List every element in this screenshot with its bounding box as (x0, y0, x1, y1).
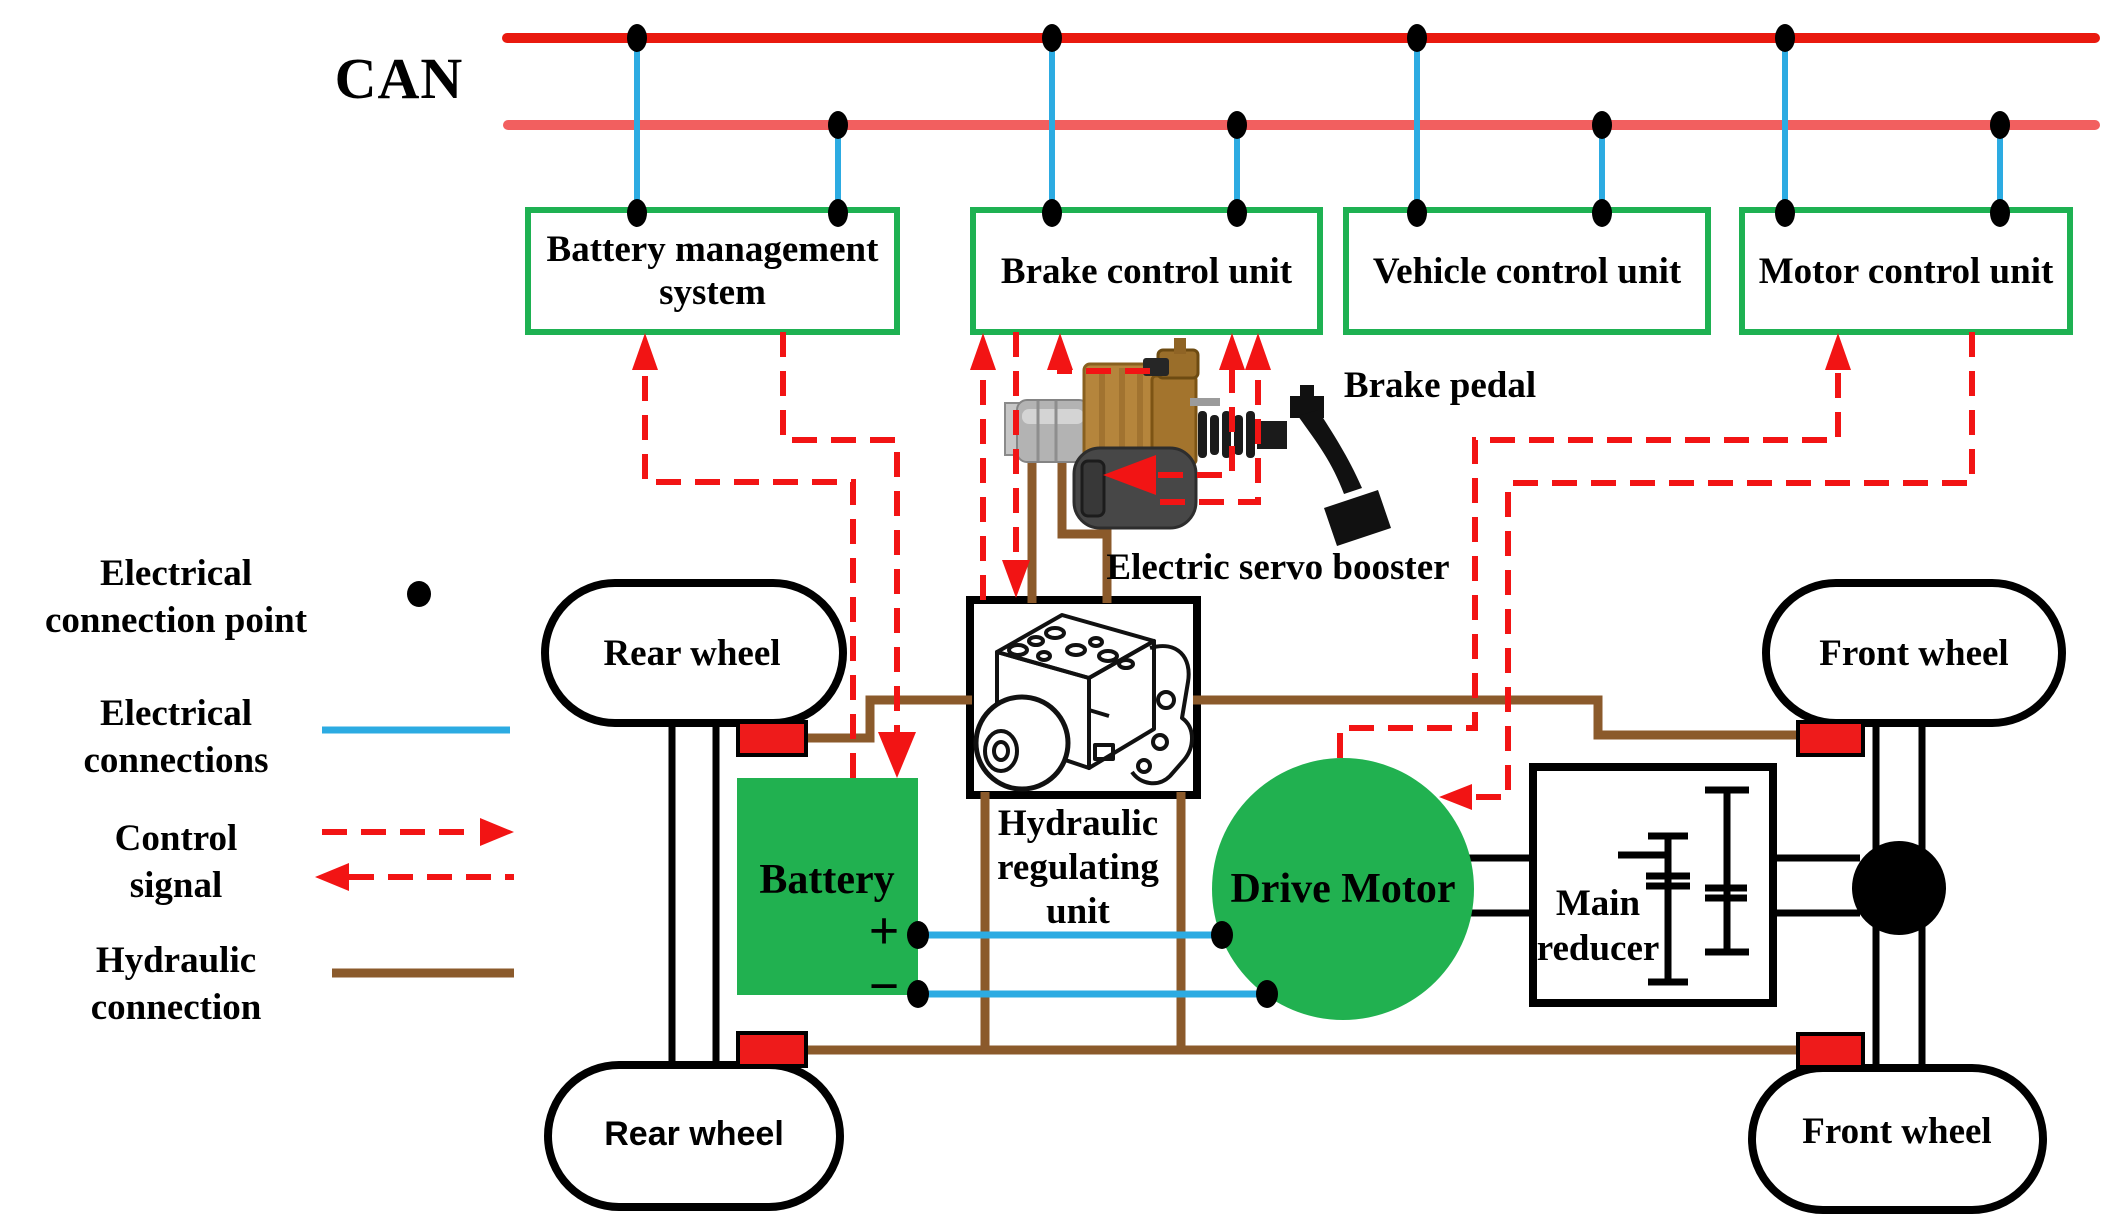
differential (1852, 841, 1946, 935)
front-wheel-top-label: Front wheel (1819, 633, 2009, 675)
legend-item-electrical-connections: Electrical connections (83, 693, 269, 781)
gear-train-icon (1618, 786, 1749, 986)
motor-control-unit-box (1739, 207, 2073, 335)
caliper-front-bottom (1796, 1032, 1865, 1069)
brake-control-unit-label: Brake control unit (1000, 250, 1293, 292)
signal-mcu-to-motor (1470, 332, 1975, 800)
electric-servo-booster-label: Electric servo booster (1106, 547, 1450, 589)
can-drop-wires (634, 38, 2003, 212)
hydraulic-lines (806, 428, 1802, 1055)
bms-label-line2: system (659, 272, 766, 313)
brake-calipers (736, 720, 1865, 1069)
front-wheel-top-shape (1762, 579, 2066, 727)
battery-management-system-label: Battery management system (528, 210, 897, 332)
hydraulic-booster-line2 (1057, 428, 1112, 603)
bms-label-line1: Battery management (546, 229, 879, 270)
signal-bcu-to-booster (1152, 368, 1235, 478)
front-wheel-bottom-label: Front wheel (1802, 1111, 1992, 1153)
chassis (541, 579, 2066, 1214)
motor-control-unit-label: Motor control unit (1758, 250, 2054, 292)
hydraulic-regulating-unit-label: Hydraulic regulating unit (997, 803, 1159, 932)
electrical-connection-points (627, 24, 2010, 227)
legend-item-hydraulic-connection: Hydraulic connection (90, 940, 262, 1028)
front-wheel-bottom-shape (1748, 1064, 2047, 1214)
hydraulic-front-top (1193, 695, 1800, 740)
power-lines (907, 921, 1278, 1008)
control-signal-lines (632, 332, 1975, 810)
signal-bms-to-battery (780, 332, 900, 733)
rear-wheel-top-shape (541, 579, 847, 727)
legend-item-control-signal: Control signal (114, 818, 238, 906)
hydraulic-regulating-unit (966, 596, 1201, 799)
signal-booster-to-bcu-1 (1057, 368, 1150, 374)
battery-minus-terminal: − (868, 956, 900, 1016)
legend-connection-point-icon (407, 581, 431, 607)
brake-pedal-icon (1290, 385, 1391, 546)
battery-label: Battery (759, 857, 895, 904)
caliper-rear-top (736, 720, 808, 757)
main-reducer-label: Main reducer (1536, 883, 1660, 969)
signal-motor-to-mcu (1337, 368, 1841, 758)
hydraulic-rear-top (806, 695, 972, 743)
drive-motor-label: Drive Motor (1230, 866, 1456, 913)
drive-motor-shape (1212, 758, 1474, 1020)
control-unit-boxes (525, 207, 2073, 335)
caliper-front-top (1796, 720, 1865, 757)
abs-modulator-icon (973, 613, 1194, 792)
electric-servo-booster-icon (1004, 338, 1391, 546)
caliper-rear-bottom (736, 1031, 808, 1068)
legend-item-connection-point: Electrical connection point (44, 553, 308, 641)
can-bus (502, 33, 2100, 130)
legend-symbols (315, 581, 514, 978)
booster-bellows (1198, 411, 1287, 458)
signal-booster-to-bcu-2 (1160, 368, 1261, 505)
brake-control-unit-box (970, 207, 1323, 335)
battery-management-system-box (525, 207, 900, 335)
vehicle-control-unit-box (1343, 207, 1711, 335)
brake-pedal-label: Brake pedal (1343, 365, 1537, 407)
rear-wheel-bottom-shape (544, 1061, 844, 1211)
vehicle-control-unit-label: Vehicle control unit (1372, 250, 1682, 292)
main-reducer (1529, 763, 1777, 1007)
can-label: CAN (334, 45, 464, 111)
battery-shape (737, 778, 918, 995)
battery-plus-terminal: + (868, 901, 900, 961)
signal-battery-to-bms (642, 370, 856, 778)
rear-wheel-top-label: Rear wheel (603, 633, 781, 675)
rear-wheel-bottom-label: Rear wheel (604, 1114, 784, 1153)
